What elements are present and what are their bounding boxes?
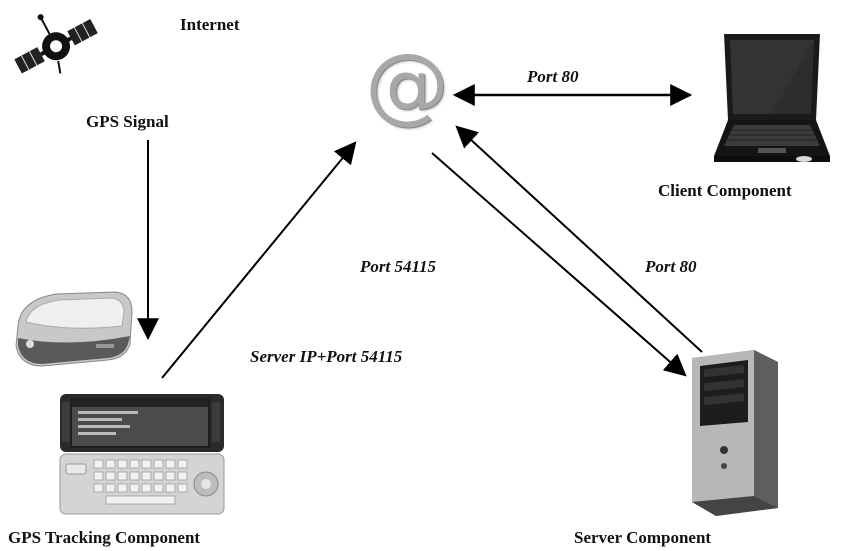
port-80-right-label: Port 80 bbox=[645, 257, 697, 276]
client-component-label: Client Component bbox=[658, 181, 792, 200]
arrow-tracker-to-internet bbox=[161, 141, 357, 379]
port-54115-label: Port 54115 bbox=[360, 257, 437, 276]
laptop-icon bbox=[714, 34, 830, 162]
satellite-icon bbox=[14, 14, 98, 74]
gps-signal-label: GPS Signal bbox=[86, 112, 169, 131]
port-80-top-label: Port 80 bbox=[527, 67, 579, 86]
gps-receiver-icon bbox=[15, 291, 133, 367]
smartphone-icon bbox=[59, 394, 225, 515]
gps-tracking-component-label: GPS Tracking Component bbox=[8, 528, 201, 547]
internet-at-icon: @ bbox=[365, 35, 449, 133]
server-ip-port-label: Server IP+Port 54115 bbox=[250, 347, 403, 366]
internet-label: Internet bbox=[180, 15, 240, 34]
arrow-internet-to-server bbox=[431, 152, 687, 377]
server-tower-icon bbox=[692, 350, 778, 516]
server-component-label: Server Component bbox=[574, 528, 712, 547]
arrow-server-to-internet bbox=[455, 125, 703, 353]
